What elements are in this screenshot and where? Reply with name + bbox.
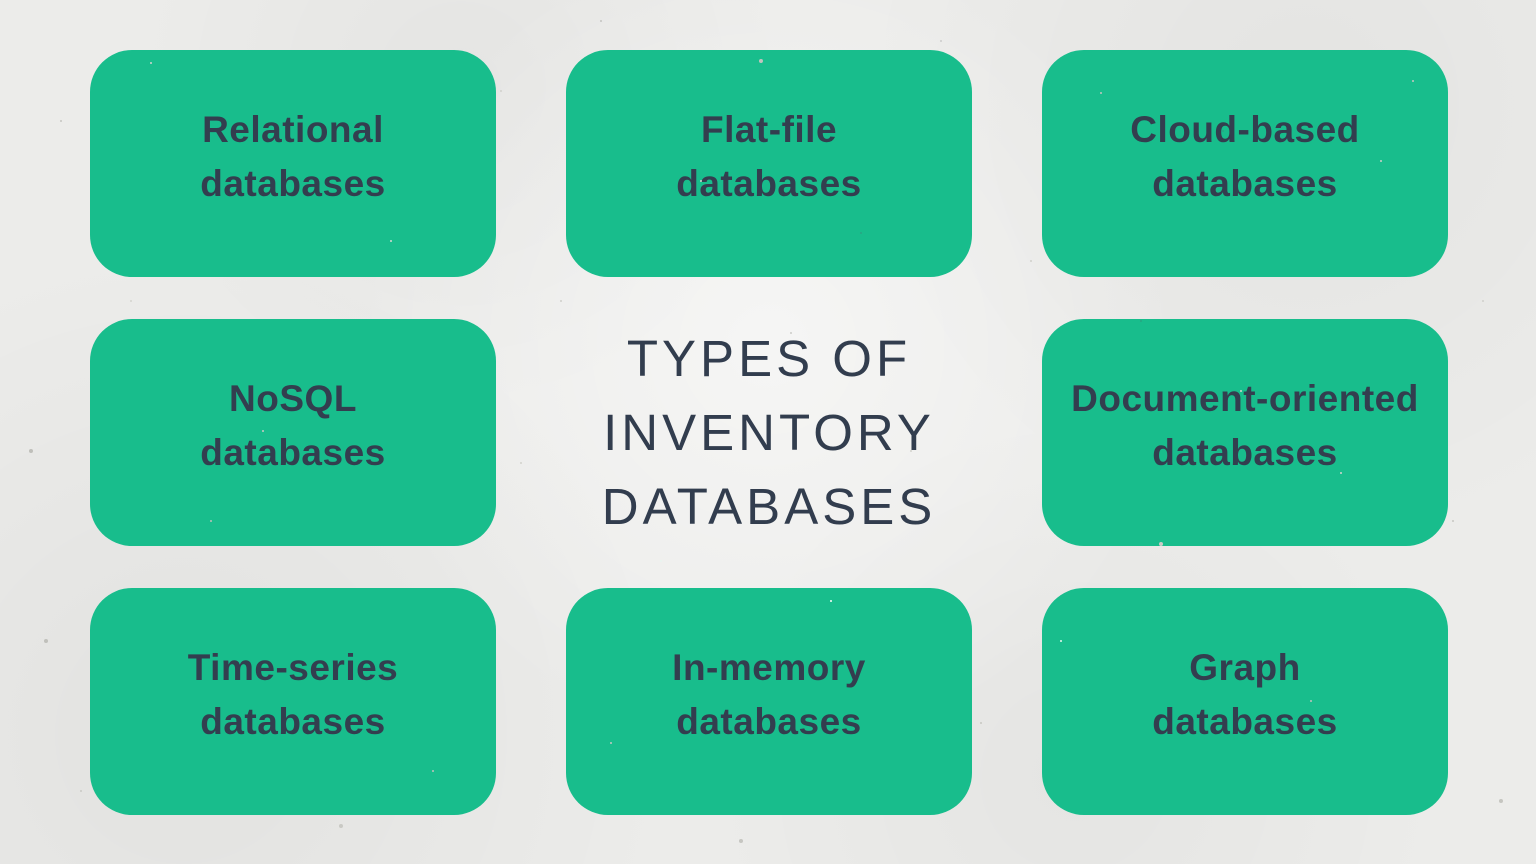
card-label-line2: databases [1152, 431, 1338, 473]
card-label: Time-series databases [188, 641, 399, 749]
card-label-line2: databases [676, 700, 862, 742]
paper-texture [0, 0, 2, 2]
title-line-2: INVENTORY [603, 403, 935, 461]
card-in-memory-databases: In-memory databases [566, 588, 972, 815]
card-label-line1: NoSQL [229, 377, 357, 419]
card-nosql-databases: NoSQL databases [90, 319, 496, 546]
card-time-series-databases: Time-series databases [90, 588, 496, 815]
card-label: Flat-file databases [676, 103, 862, 211]
card-label-line2: databases [676, 162, 862, 204]
title-line-1: TYPES OF [626, 329, 912, 387]
card-label: In-memory databases [672, 641, 866, 749]
card-label-line2: databases [1152, 700, 1338, 742]
card-label-line2: databases [200, 700, 386, 742]
card-relational-databases: Relational databases [90, 50, 496, 277]
card-label-line1: Flat-file [700, 108, 838, 150]
card-graph-databases: Graph databases [1042, 588, 1448, 815]
card-label: Graph databases [1152, 641, 1338, 749]
card-label-line1: Graph [1189, 646, 1301, 688]
card-label: Relational databases [200, 103, 386, 211]
card-cloud-based-databases: Cloud-based databases [1042, 50, 1448, 277]
card-label-line1: Document-oriented [1071, 377, 1419, 419]
card-label-line1: Relational [202, 108, 384, 150]
card-label-line1: Cloud-based [1130, 108, 1360, 150]
card-label-line1: In-memory [672, 646, 866, 688]
card-label: NoSQL databases [200, 372, 386, 480]
card-label-line1: Time-series [187, 646, 399, 688]
card-label-line2: databases [200, 162, 386, 204]
card-label: Cloud-based databases [1130, 103, 1360, 211]
card-document-oriented-databases: Document-oriented databases [1042, 319, 1448, 546]
card-label: Document-oriented databases [1071, 372, 1419, 480]
card-label-line2: databases [200, 431, 386, 473]
card-grid: Relational databases Flat-file databases… [90, 50, 1448, 815]
title-line-3: DATABASES [601, 477, 937, 535]
page-title: TYPES OF INVENTORY DATABASES [566, 319, 972, 546]
card-flat-file-databases: Flat-file databases [566, 50, 972, 277]
card-label-line2: databases [1152, 162, 1338, 204]
